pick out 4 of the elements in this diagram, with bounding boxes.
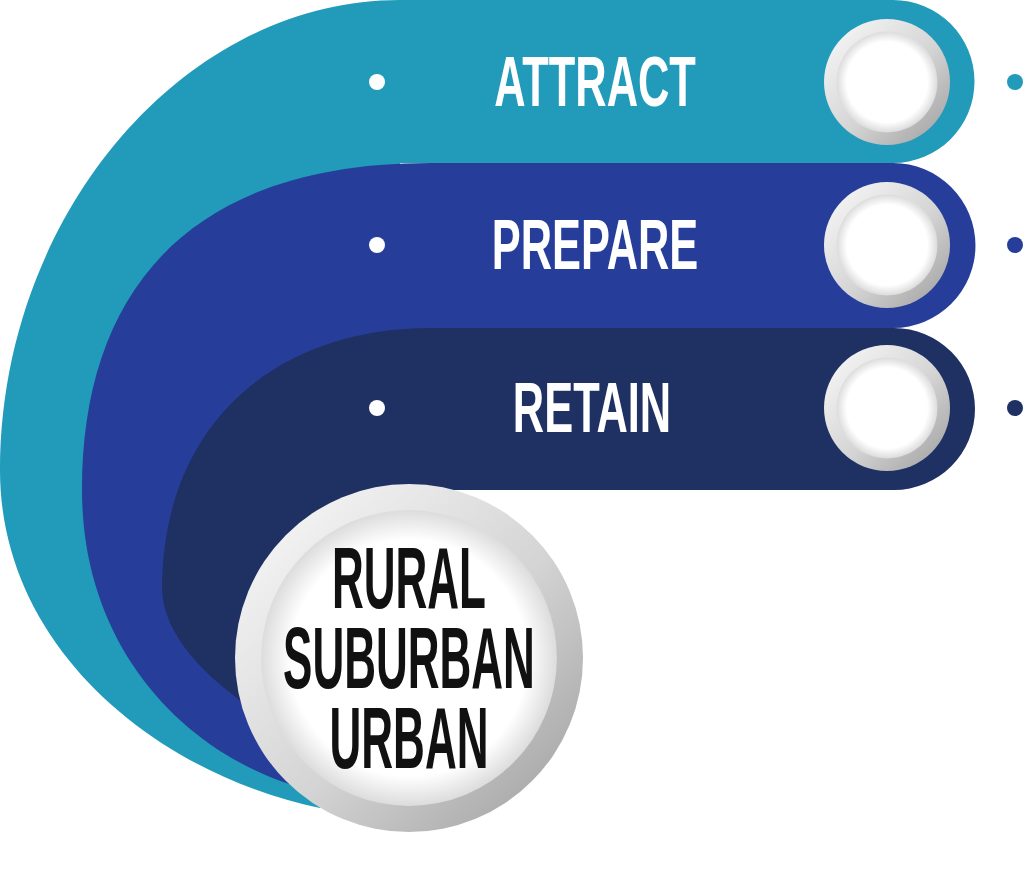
stage-label: RETAIN	[512, 373, 672, 443]
stage-label: PREPARE	[491, 210, 699, 280]
stage-label: ATTRACT	[494, 47, 696, 117]
area-label: RURAL SUBURBAN URBAN	[283, 538, 535, 778]
